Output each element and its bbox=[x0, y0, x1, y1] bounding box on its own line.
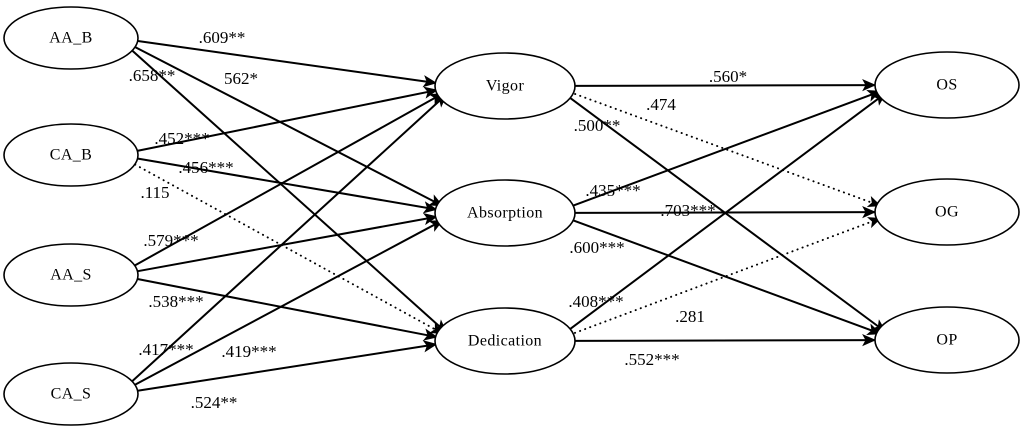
edge-ca_s-to-dedication bbox=[136, 340, 438, 392]
node-label-aa_s: AA_S bbox=[50, 267, 92, 284]
edge-coefficient-label: .600*** bbox=[569, 238, 624, 257]
node-vigor[interactable]: Vigor bbox=[434, 52, 576, 120]
edge-aa_s-to-vigor bbox=[129, 92, 444, 269]
node-aa_b[interactable]: AA_B bbox=[3, 6, 139, 70]
edge-coefficient-label: .703*** bbox=[660, 201, 715, 220]
node-ellipse-os bbox=[874, 51, 1020, 119]
edge-coefficient-label: .560* bbox=[709, 67, 747, 86]
edge-coefficient-label: .500** bbox=[574, 116, 621, 135]
edge-coefficient-label: .552*** bbox=[624, 350, 679, 369]
edge-labels-layer: .609** .658** 562* .452*** .456*** .115 .579**… bbox=[129, 28, 748, 412]
node-label-os: OS bbox=[936, 77, 957, 94]
edge-coefficient-label: .658** bbox=[129, 66, 176, 85]
node-label-op: OP bbox=[936, 332, 957, 349]
edges-layer bbox=[126, 39, 887, 392]
edge-coefficient-label: .456*** bbox=[178, 158, 233, 177]
node-ellipse-vigor bbox=[434, 52, 576, 120]
node-label-aa_b: AA_B bbox=[49, 30, 92, 47]
node-ellipse-op bbox=[874, 306, 1020, 374]
edge-dedication-to-os bbox=[564, 92, 887, 334]
edge-aa_s-to-dedication bbox=[135, 277, 438, 341]
node-ca_b[interactable]: CA_B bbox=[3, 123, 139, 187]
node-op[interactable]: OP bbox=[874, 306, 1020, 374]
edge-coefficient-label: .417*** bbox=[138, 340, 193, 359]
edge-aa_b-to-vigor bbox=[136, 39, 438, 88]
edge-coefficient-label: .408*** bbox=[568, 292, 623, 311]
edge-absorption-to-op bbox=[569, 218, 882, 336]
edge-dedication-to-og bbox=[568, 217, 882, 336]
edge-ca_b-to-absorption bbox=[136, 157, 438, 214]
node-label-ca_s: CA_S bbox=[51, 386, 92, 403]
node-label-og: OG bbox=[935, 204, 959, 221]
edge-ca_b-to-dedication bbox=[129, 161, 444, 335]
edge-ca_b-to-vigor bbox=[135, 86, 439, 153]
edge-vigor-to-os bbox=[574, 78, 877, 92]
edge-dedication-to-op bbox=[574, 333, 877, 347]
edge-aa_b-to-dedication bbox=[126, 45, 448, 334]
edge-coefficient-label: 562* bbox=[224, 69, 258, 88]
edge-coefficient-label: .115 bbox=[140, 183, 169, 202]
node-absorption[interactable]: Absorption bbox=[434, 179, 576, 247]
node-label-dedication: Dedication bbox=[468, 333, 542, 350]
node-ellipse-dedication bbox=[434, 307, 576, 375]
edge-coefficient-label: .538*** bbox=[148, 292, 203, 311]
edge-coefficient-label: .524** bbox=[191, 393, 238, 412]
node-ellipse-aa_b bbox=[3, 6, 139, 70]
nodes-layer: AA_B CA_B AA_S CA_S VigorAbsorptionDedicatio… bbox=[3, 6, 1020, 426]
node-os[interactable]: OS bbox=[874, 51, 1020, 119]
edge-coefficient-label: .419*** bbox=[221, 342, 276, 361]
node-label-vigor: Vigor bbox=[486, 78, 525, 95]
edge-coefficient-label: .609** bbox=[199, 28, 246, 47]
node-label-absorption: Absorption bbox=[467, 205, 543, 222]
edge-coefficient-label: .452*** bbox=[154, 129, 209, 148]
edge-aa_s-to-absorption bbox=[136, 212, 438, 273]
node-ellipse-absorption bbox=[434, 179, 576, 247]
edge-aa_b-to-absorption bbox=[130, 43, 444, 207]
edge-absorption-to-os bbox=[569, 90, 882, 208]
edge-coefficient-label: .281 bbox=[675, 307, 705, 326]
node-og[interactable]: OG bbox=[874, 178, 1020, 246]
edge-ca_s-to-vigor bbox=[126, 93, 448, 387]
edge-vigor-to-og bbox=[569, 91, 882, 208]
node-ellipse-aa_s bbox=[3, 243, 139, 307]
node-aa_s[interactable]: AA_S bbox=[3, 243, 139, 307]
node-ellipse-og bbox=[874, 178, 1020, 246]
edge-coefficient-label: .474 bbox=[646, 95, 676, 114]
edge-coefficient-label: .579*** bbox=[143, 231, 198, 250]
edge-coefficient-label: .435*** bbox=[585, 181, 640, 200]
node-ca_s[interactable]: CA_S bbox=[3, 362, 139, 426]
node-ellipse-ca_s bbox=[3, 362, 139, 426]
edge-ca_s-to-absorption bbox=[130, 219, 444, 388]
node-label-ca_b: CA_B bbox=[50, 147, 93, 164]
node-ellipse-ca_b bbox=[3, 123, 139, 187]
node-dedication[interactable]: Dedication bbox=[434, 307, 576, 375]
